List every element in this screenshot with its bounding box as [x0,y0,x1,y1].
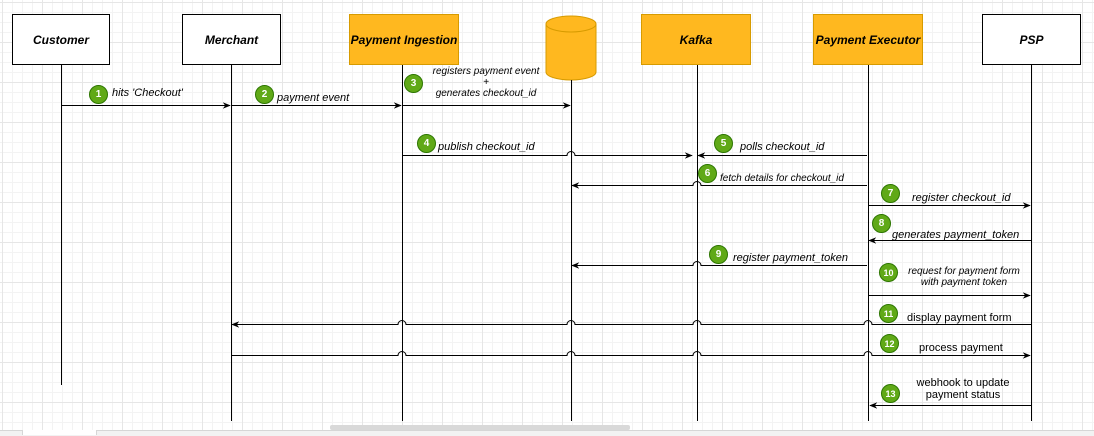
step-badge-5: 5 [714,134,733,153]
page-tabs-bar [0,430,1094,436]
step-badge-1: 1 [89,85,108,104]
step-badge-8: 8 [872,214,891,233]
message-6[interactable] [571,181,867,189]
actor-psp[interactable]: PSP [982,14,1081,65]
actor-payment-ingestion[interactable]: Payment Ingestion [349,14,459,65]
message-label-13-line1: webhook to update [916,377,1010,389]
message-label-8: generates payment_token [892,229,1020,241]
message-label-7: register checkout_id [912,192,1011,204]
actor-customer[interactable]: Customer [12,14,110,65]
message-label-4: publish checkout_id [438,141,535,153]
actor-merchant[interactable]: Merchant [182,14,281,65]
step-badge-2: 2 [255,85,274,104]
message-label-13: webhook to update payment status [906,377,1020,401]
message-label-1: hits 'Checkout' [112,87,183,99]
page-tab[interactable] [22,430,97,435]
message-label-3: registers payment event + generates chec… [424,66,548,99]
actor-payment-executor[interactable]: Payment Executor [813,14,923,65]
message-label-9: register payment_token [733,252,848,264]
message-label-6: fetch details for checkout_id [720,173,844,184]
step-badge-12: 12 [880,334,899,353]
message-label-13-line2: payment status [925,389,1001,401]
step-badge-7: 7 [881,184,900,203]
step-badge-9: 9 [709,245,728,264]
message-label-3-line3: generates checkout_id [435,88,537,99]
horizontal-scrollbar[interactable] [330,425,630,430]
message-label-5: polls checkout_id [740,141,825,153]
message-label-10: request for payment form with payment to… [899,266,1029,288]
step-badge-3: 3 [404,74,423,93]
step-badge-13: 13 [881,384,900,403]
message-label-11: display payment form [907,312,1012,324]
message-label-10-line1: request for payment form [908,266,1020,277]
step-badge-6: 6 [698,164,717,183]
message-4[interactable] [403,151,693,159]
step-badge-4: 4 [417,134,436,153]
message-11[interactable] [231,320,1031,328]
database-icon[interactable] [545,15,597,81]
message-9[interactable] [571,261,867,269]
message-label-10-line2: with payment token [920,277,1008,288]
actor-kafka[interactable]: Kafka [641,14,751,65]
message-label-2: payment event [277,92,350,104]
lifelines [61,65,1032,421]
message-label-3-line2: + [483,77,489,88]
message-12[interactable] [232,351,1031,359]
step-badge-10: 10 [879,263,898,282]
message-label-12: process payment [919,342,1003,354]
step-badge-11: 11 [879,304,898,323]
message-label-3-line1: registers payment event [432,66,540,77]
